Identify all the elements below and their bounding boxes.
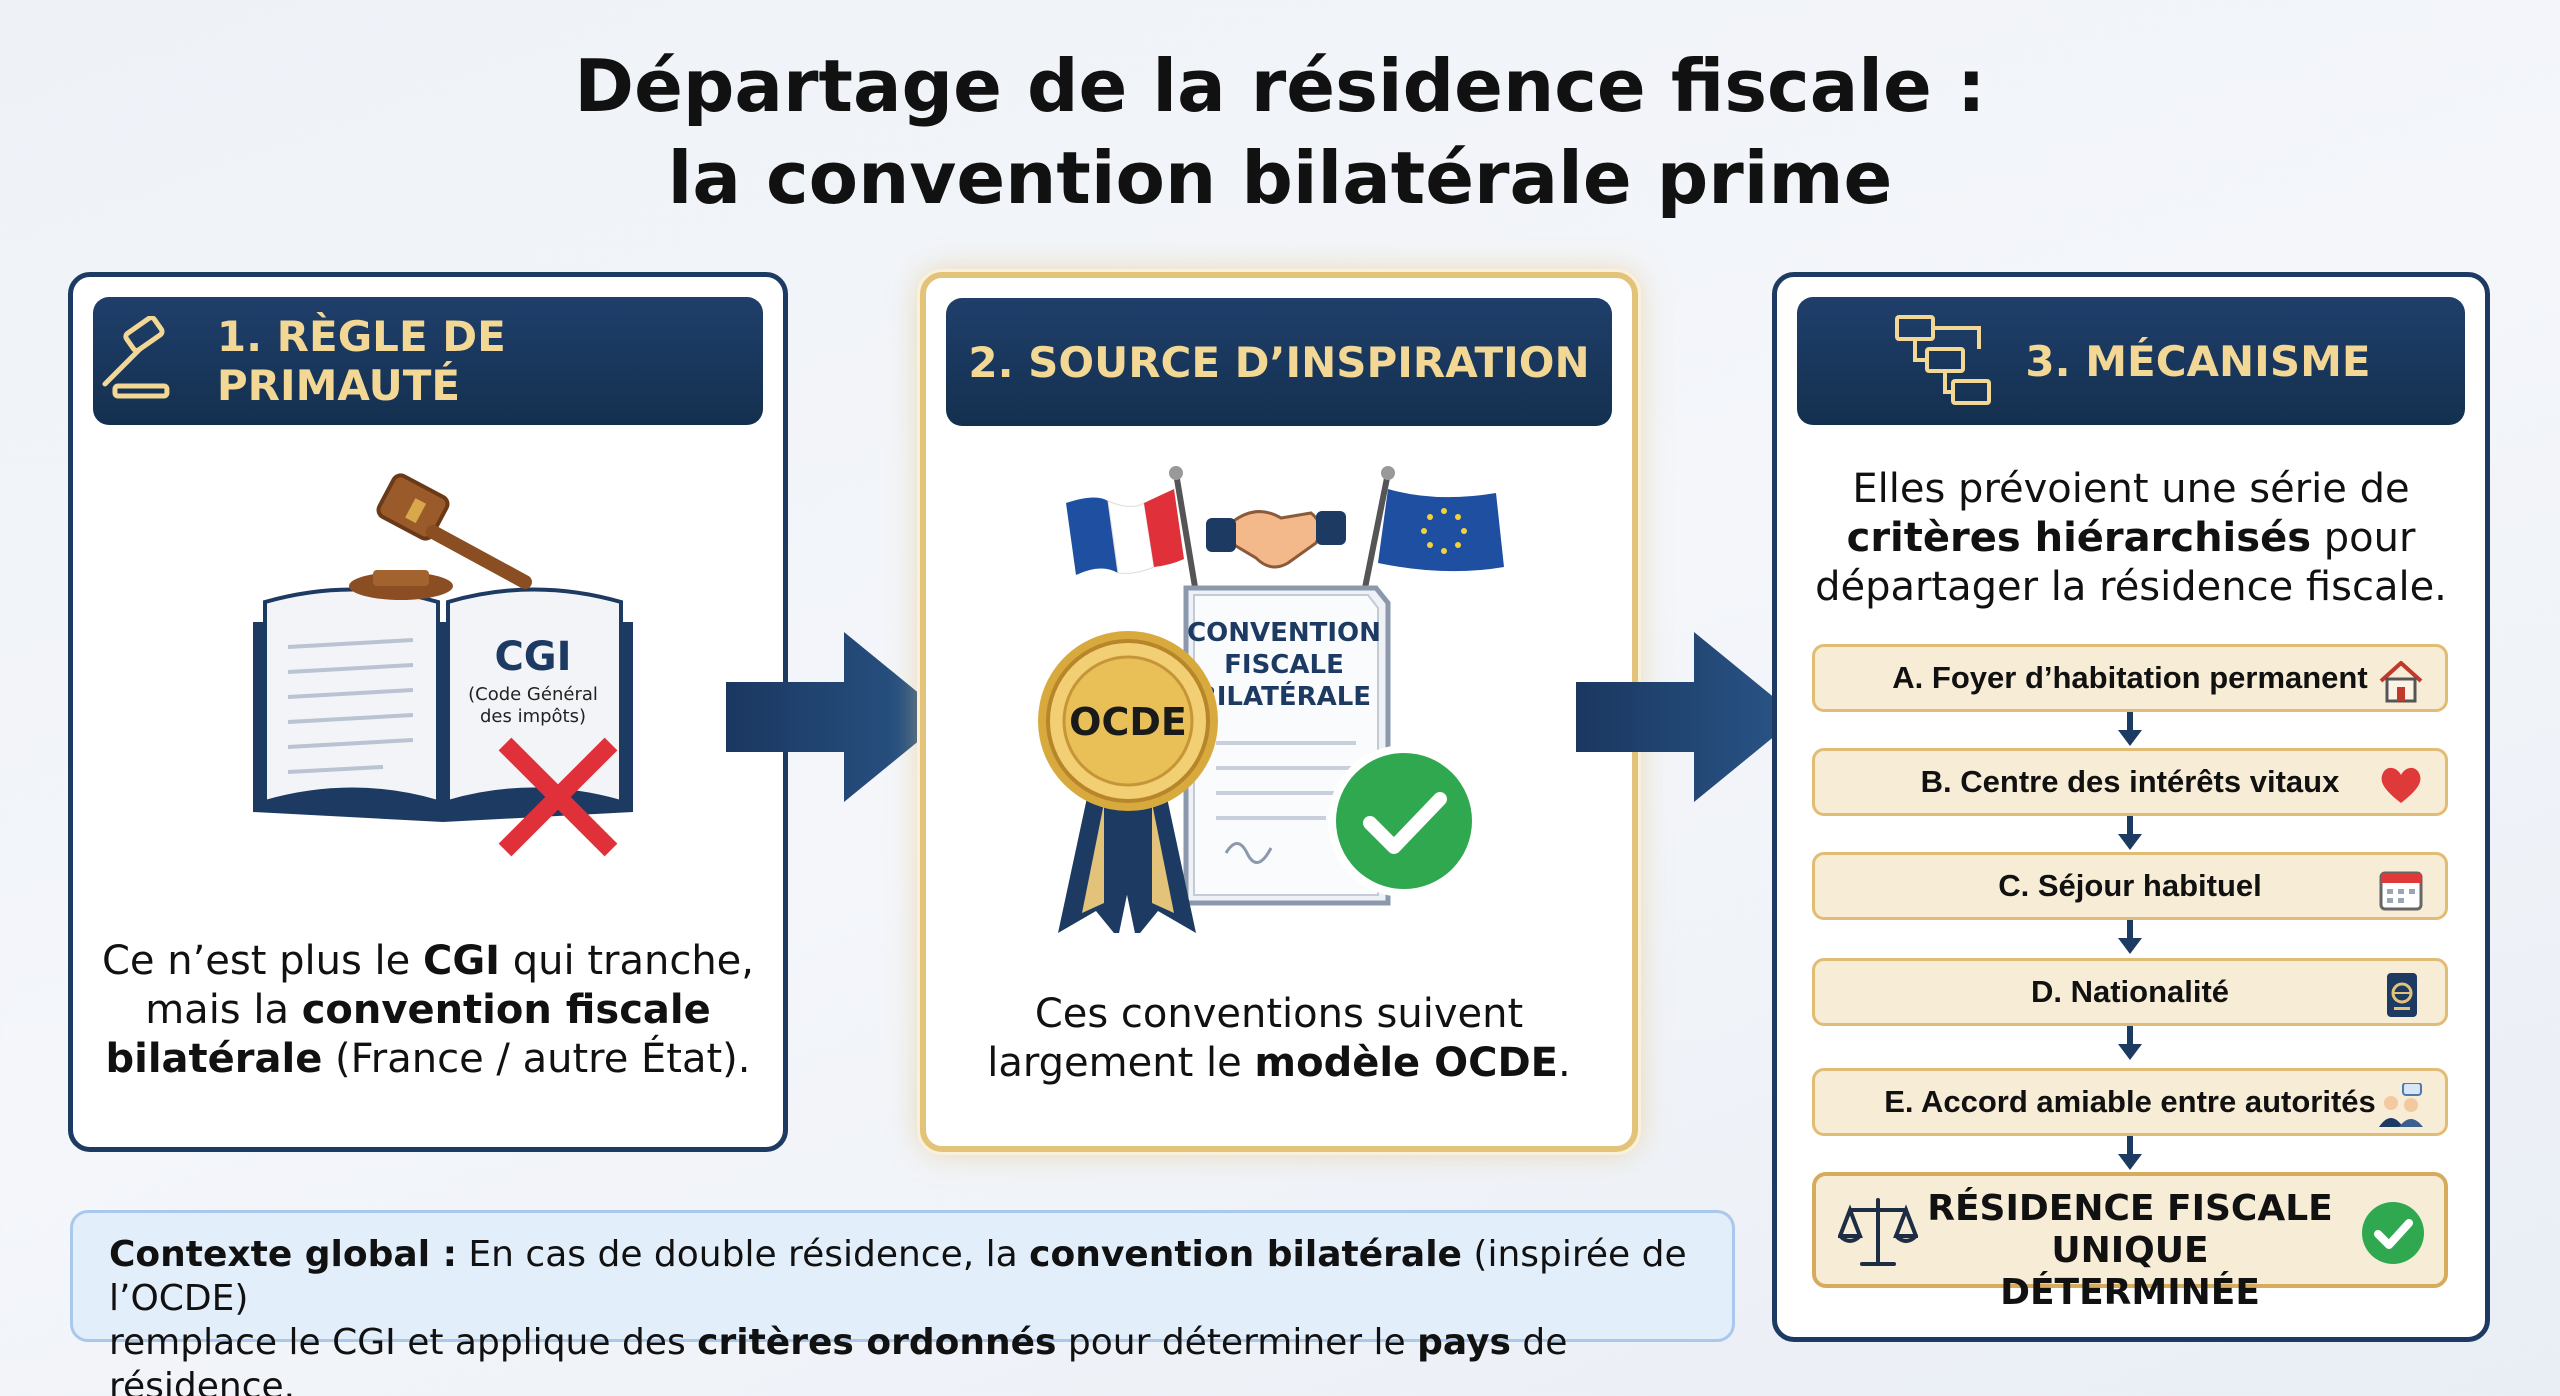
panel-2-title: 2. SOURCE D’INSPIRATION: [968, 337, 1590, 387]
ocde-seal-icon: OCDE: [1038, 631, 1218, 933]
arrow-down-icon: [2118, 816, 2142, 850]
green-check-icon: [1328, 745, 1480, 897]
house-icon: [2379, 661, 2423, 703]
scales-icon: [1838, 1198, 1918, 1266]
check-circle-icon: [2362, 1202, 2424, 1264]
eu-flag-icon: [1361, 466, 1504, 594]
panel-1-title: 1. RÈGLE DE PRIMAUTÉ: [216, 312, 506, 410]
book-title: CGI: [494, 634, 571, 680]
officials-icon: [2379, 1083, 2423, 1127]
title-line-2: la convention bilatérale prime: [667, 136, 1893, 220]
gavel-icon: [102, 316, 170, 399]
handshake-icon: [1206, 510, 1346, 569]
panel-2-header: 2. SOURCE D’INSPIRATION: [946, 298, 1612, 426]
criterion-e: E. Accord amiable entre autorités: [1812, 1068, 2448, 1136]
passport-icon: [2387, 973, 2417, 1017]
criterion-d: D. Nationalité: [1812, 958, 2448, 1026]
book-subtitle-2: des impôts): [480, 706, 586, 727]
arrow-right-icon: [1576, 632, 1798, 802]
arrow-down-icon: [2118, 920, 2142, 954]
panel-3-description: Elles prévoient une série de critères hi…: [1815, 466, 2447, 610]
flowchart-icon: [1895, 315, 1992, 405]
document-line-3: BILATÉRALE: [1197, 680, 1371, 712]
convention-illustration: CONVENTION FISCALE BILATÉRALE OCDE: [1038, 466, 1504, 933]
panel-inspiration-source: 2. SOURCE D’INSPIRATION: [920, 272, 1638, 1152]
cgi-book-illustration: CGI (Code Général des impôts): [253, 473, 633, 857]
panel-3-header: 3. MÉCANISME: [1797, 297, 2465, 425]
book-subtitle-1: (Code Général: [468, 684, 598, 705]
final-result-box: RÉSIDENCE FISCALE UNIQUE DÉTERMINÉE: [1812, 1172, 2448, 1313]
global-context-box: Contexte global : En cas de double résid…: [70, 1210, 1735, 1396]
document-line-2: FISCALE: [1224, 650, 1344, 680]
panel-1-header: 1. RÈGLE DE PRIMAUTÉ: [93, 297, 763, 425]
france-flag-icon: [1066, 466, 1199, 594]
seal-label: OCDE: [1069, 700, 1187, 744]
calendar-icon: [2379, 871, 2423, 911]
arrow-right-icon: [726, 632, 948, 802]
final-result-label: RÉSIDENCE FISCALE UNIQUE DÉTERMINÉE: [1927, 1188, 2333, 1313]
panel-1-description: Ce n’est plus le CGI qui tranche, mais l…: [101, 938, 755, 1082]
criteria-list: A. Foyer d’habitation permanent B. Centr…: [1812, 644, 2448, 1313]
page-title: Départage de la résidence fiscale : la c…: [0, 40, 2560, 224]
criterion-a: A. Foyer d’habitation permanent: [1812, 644, 2448, 712]
document-line-1: CONVENTION: [1187, 618, 1381, 648]
criterion-b: B. Centre des intérêts vitaux: [1812, 748, 2448, 816]
arrow-down-icon: [2118, 1136, 2142, 1170]
panel-3-title: 3. MÉCANISME: [2025, 336, 2371, 386]
panel-primacy-rule: 1. RÈGLE DE PRIMAUTÉ CGI (Code Général d…: [68, 272, 788, 1152]
heart-icon: [2381, 767, 2421, 803]
arrow-down-icon: [2118, 1026, 2142, 1060]
panel-2-description: Ces conventions suivent largement le mod…: [987, 991, 1571, 1086]
arrow-down-icon: [2118, 712, 2142, 746]
title-line-1: Départage de la résidence fiscale :: [574, 44, 1986, 128]
criterion-c: C. Séjour habituel: [1812, 852, 2448, 920]
convention-document: CONVENTION FISCALE BILATÉRALE: [1183, 585, 1391, 906]
red-cross-icon: [498, 737, 618, 857]
